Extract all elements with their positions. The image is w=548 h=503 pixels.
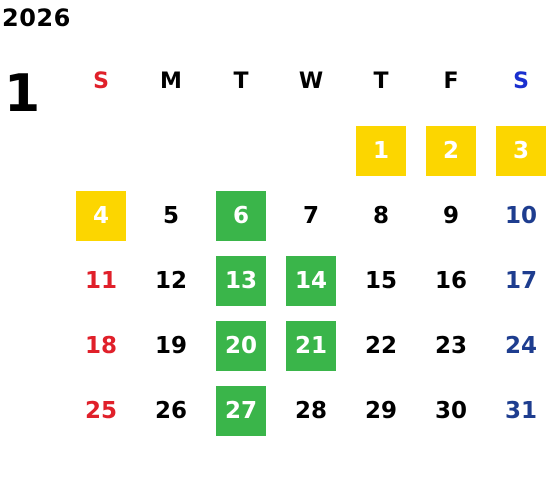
day-cell[interactable]: 29 bbox=[364, 398, 397, 424]
day-cell[interactable]: 27 bbox=[216, 386, 266, 436]
day-cell[interactable]: 1 bbox=[356, 126, 406, 176]
day-cell[interactable]: 17 bbox=[504, 268, 537, 294]
day-cell[interactable]: 5 bbox=[162, 203, 179, 229]
day-cell[interactable]: 22 bbox=[364, 333, 397, 359]
day-cell[interactable]: 26 bbox=[154, 398, 187, 424]
year-label: 2026 bbox=[2, 4, 71, 32]
weekday-header: M bbox=[160, 68, 182, 94]
weekday-header: T bbox=[373, 68, 389, 94]
day-cell[interactable]: 4 bbox=[76, 191, 126, 241]
day-cell[interactable]: 12 bbox=[154, 268, 187, 294]
weekday-header: W bbox=[298, 68, 324, 94]
day-cell[interactable]: 6 bbox=[216, 191, 266, 241]
day-cell[interactable]: 23 bbox=[434, 333, 467, 359]
day-cell[interactable]: 3 bbox=[496, 126, 546, 176]
weekday-header: F bbox=[443, 68, 459, 94]
weekday-header: S bbox=[513, 68, 529, 94]
weekday-header: T bbox=[233, 68, 249, 94]
weekday-header: S bbox=[93, 68, 109, 94]
day-cell[interactable]: 16 bbox=[434, 268, 467, 294]
day-cell[interactable]: 30 bbox=[434, 398, 467, 424]
day-cell[interactable]: 7 bbox=[302, 203, 319, 229]
day-cell[interactable]: 9 bbox=[442, 203, 459, 229]
month-label: 1 bbox=[4, 64, 41, 124]
day-cell[interactable]: 10 bbox=[504, 203, 537, 229]
day-cell[interactable]: 24 bbox=[504, 333, 537, 359]
day-cell[interactable]: 15 bbox=[364, 268, 397, 294]
day-cell[interactable]: 8 bbox=[372, 203, 389, 229]
day-cell[interactable]: 28 bbox=[294, 398, 327, 424]
day-cell[interactable]: 14 bbox=[286, 256, 336, 306]
day-cell[interactable]: 20 bbox=[216, 321, 266, 371]
day-cell[interactable]: 2 bbox=[426, 126, 476, 176]
day-cell[interactable]: 13 bbox=[216, 256, 266, 306]
day-cell[interactable]: 11 bbox=[84, 268, 117, 294]
day-cell[interactable]: 25 bbox=[84, 398, 117, 424]
day-cell[interactable]: 31 bbox=[504, 398, 537, 424]
day-cell[interactable]: 18 bbox=[84, 333, 117, 359]
day-cell[interactable]: 21 bbox=[286, 321, 336, 371]
day-cell[interactable]: 19 bbox=[154, 333, 187, 359]
